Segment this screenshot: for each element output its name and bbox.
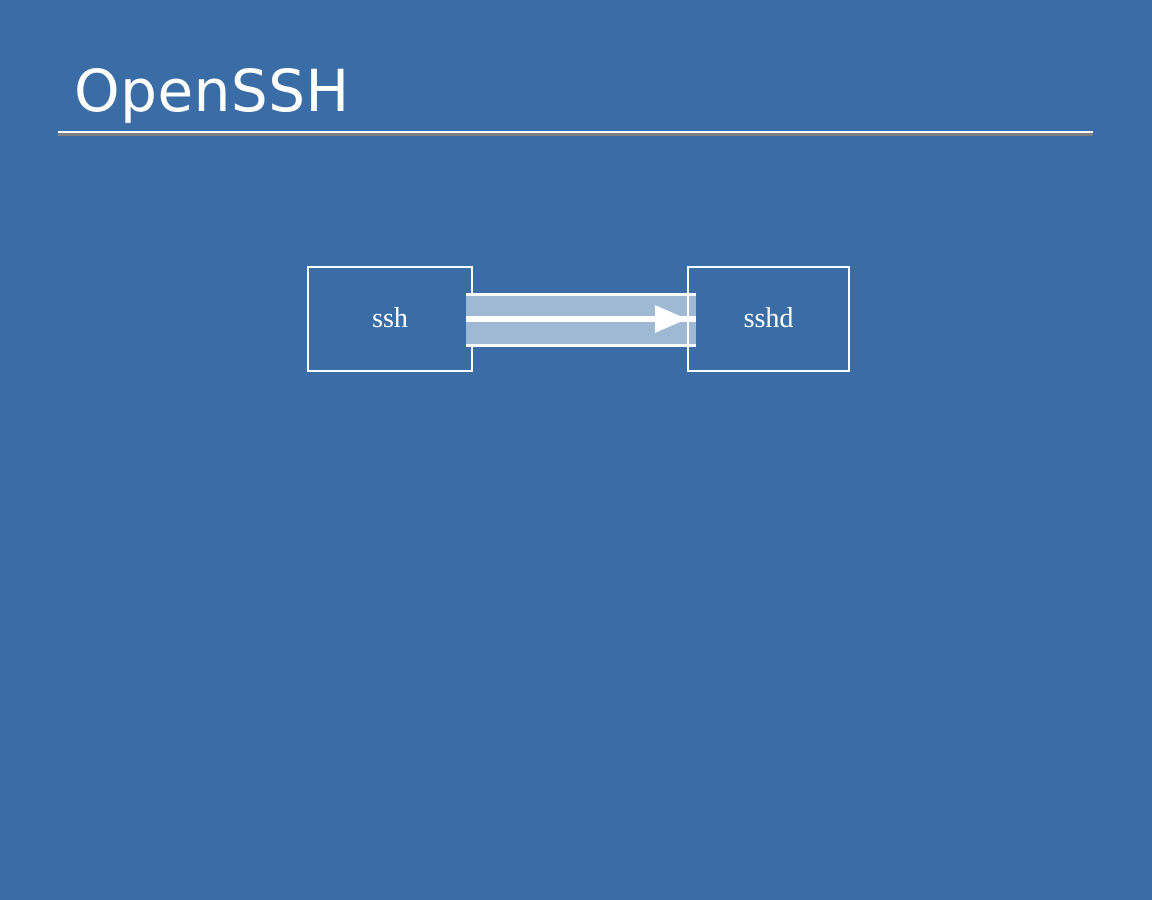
diagram-node-sshd: sshd	[687, 266, 850, 372]
title-divider-highlight	[58, 131, 1093, 133]
diagram-node-ssh-label: ssh	[372, 303, 408, 334]
diagram-node-sshd-label: sshd	[743, 303, 794, 334]
title-divider	[58, 131, 1093, 136]
diagram-node-ssh: ssh	[307, 266, 473, 372]
title-divider-shadow	[58, 133, 1093, 136]
arrow-right-icon	[655, 305, 687, 333]
page-title: OpenSSH	[74, 57, 350, 125]
diagram-connector-ssh-to-sshd	[466, 293, 696, 347]
connector-shaft	[466, 317, 666, 320]
